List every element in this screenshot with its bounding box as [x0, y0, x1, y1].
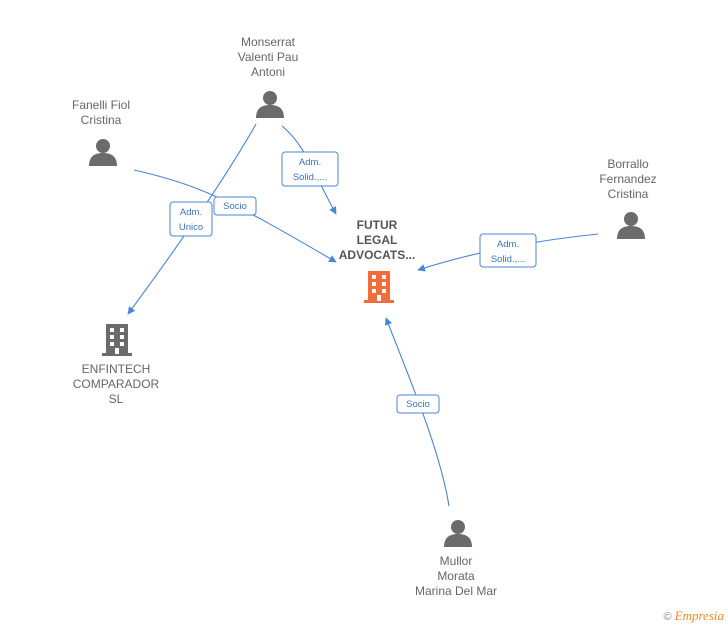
node-futur[interactable]: FUTUR LEGAL ADVOCATS... [339, 218, 415, 303]
edge-label-line: Solid.,... [491, 254, 525, 265]
edge-label-line: Socio [406, 399, 430, 410]
node-label-line: Valenti Pau [238, 50, 299, 64]
node-label-line: ENFINTECH [82, 362, 151, 376]
building-icon [102, 324, 132, 356]
node-borrallo[interactable]: Borrallo Fernandez Cristina [599, 157, 657, 239]
edge-label-line: Socio [223, 201, 247, 212]
person-icon [617, 212, 645, 239]
footer-credit: © Empresia [663, 608, 724, 624]
node-label-line: FUTUR [357, 218, 398, 232]
edge-label-borrallo-futur[interactable]: Adm. Solid.,... [479, 233, 537, 268]
edge-label-line: Unico [179, 222, 203, 233]
edge-label-line: Adm. [180, 207, 202, 218]
edge-label-line: Adm. [299, 157, 321, 168]
person-icon [444, 520, 472, 547]
node-label-line: Antoni [251, 65, 285, 79]
node-label-line: ADVOCATS... [339, 248, 415, 262]
edges [127, 123, 599, 507]
node-label-line: Morata [437, 569, 475, 583]
building-icon [364, 271, 394, 303]
edge-label-monserrat-futur[interactable]: Adm. Solid.,... [281, 151, 339, 187]
node-label-line: Mullor [440, 554, 473, 568]
node-label-line: Monserrat [241, 35, 296, 49]
node-label-line: SL [109, 392, 124, 406]
edge-label-line: Adm. [497, 239, 519, 250]
node-enfintech[interactable]: ENFINTECH COMPARADOR SL [73, 324, 160, 406]
node-label-line: Marina Del Mar [415, 584, 497, 598]
copyright-symbol: © [663, 611, 672, 623]
edge-label-line: Solid.,... [293, 172, 327, 183]
brand-logo[interactable]: Empresia [674, 608, 724, 623]
edge-label-fanelli-futur[interactable]: Socio [213, 196, 257, 216]
node-label-line: Fernandez [599, 172, 656, 186]
node-label-line: Fanelli Fiol [72, 98, 130, 112]
node-mullor[interactable]: Mullor Morata Marina Del Mar [415, 520, 497, 598]
edge-mullor-futur[interactable] [384, 317, 450, 507]
node-label-line: Borrallo [607, 157, 649, 171]
node-monserrat[interactable]: Monserrat Valenti Pau Antoni [238, 35, 299, 118]
node-label-line: LEGAL [357, 233, 398, 247]
node-fanelli[interactable]: Fanelli Fiol Cristina [72, 98, 130, 166]
person-icon [89, 139, 117, 166]
node-label-line: Cristina [81, 113, 122, 127]
edge-label-monserrat-enfintech[interactable]: Adm. Unico [169, 201, 213, 237]
node-label-line: COMPARADOR [73, 377, 160, 391]
edge-label-mullor-futur[interactable]: Socio [396, 394, 440, 414]
node-label-line: Cristina [608, 187, 649, 201]
person-icon [256, 91, 284, 118]
